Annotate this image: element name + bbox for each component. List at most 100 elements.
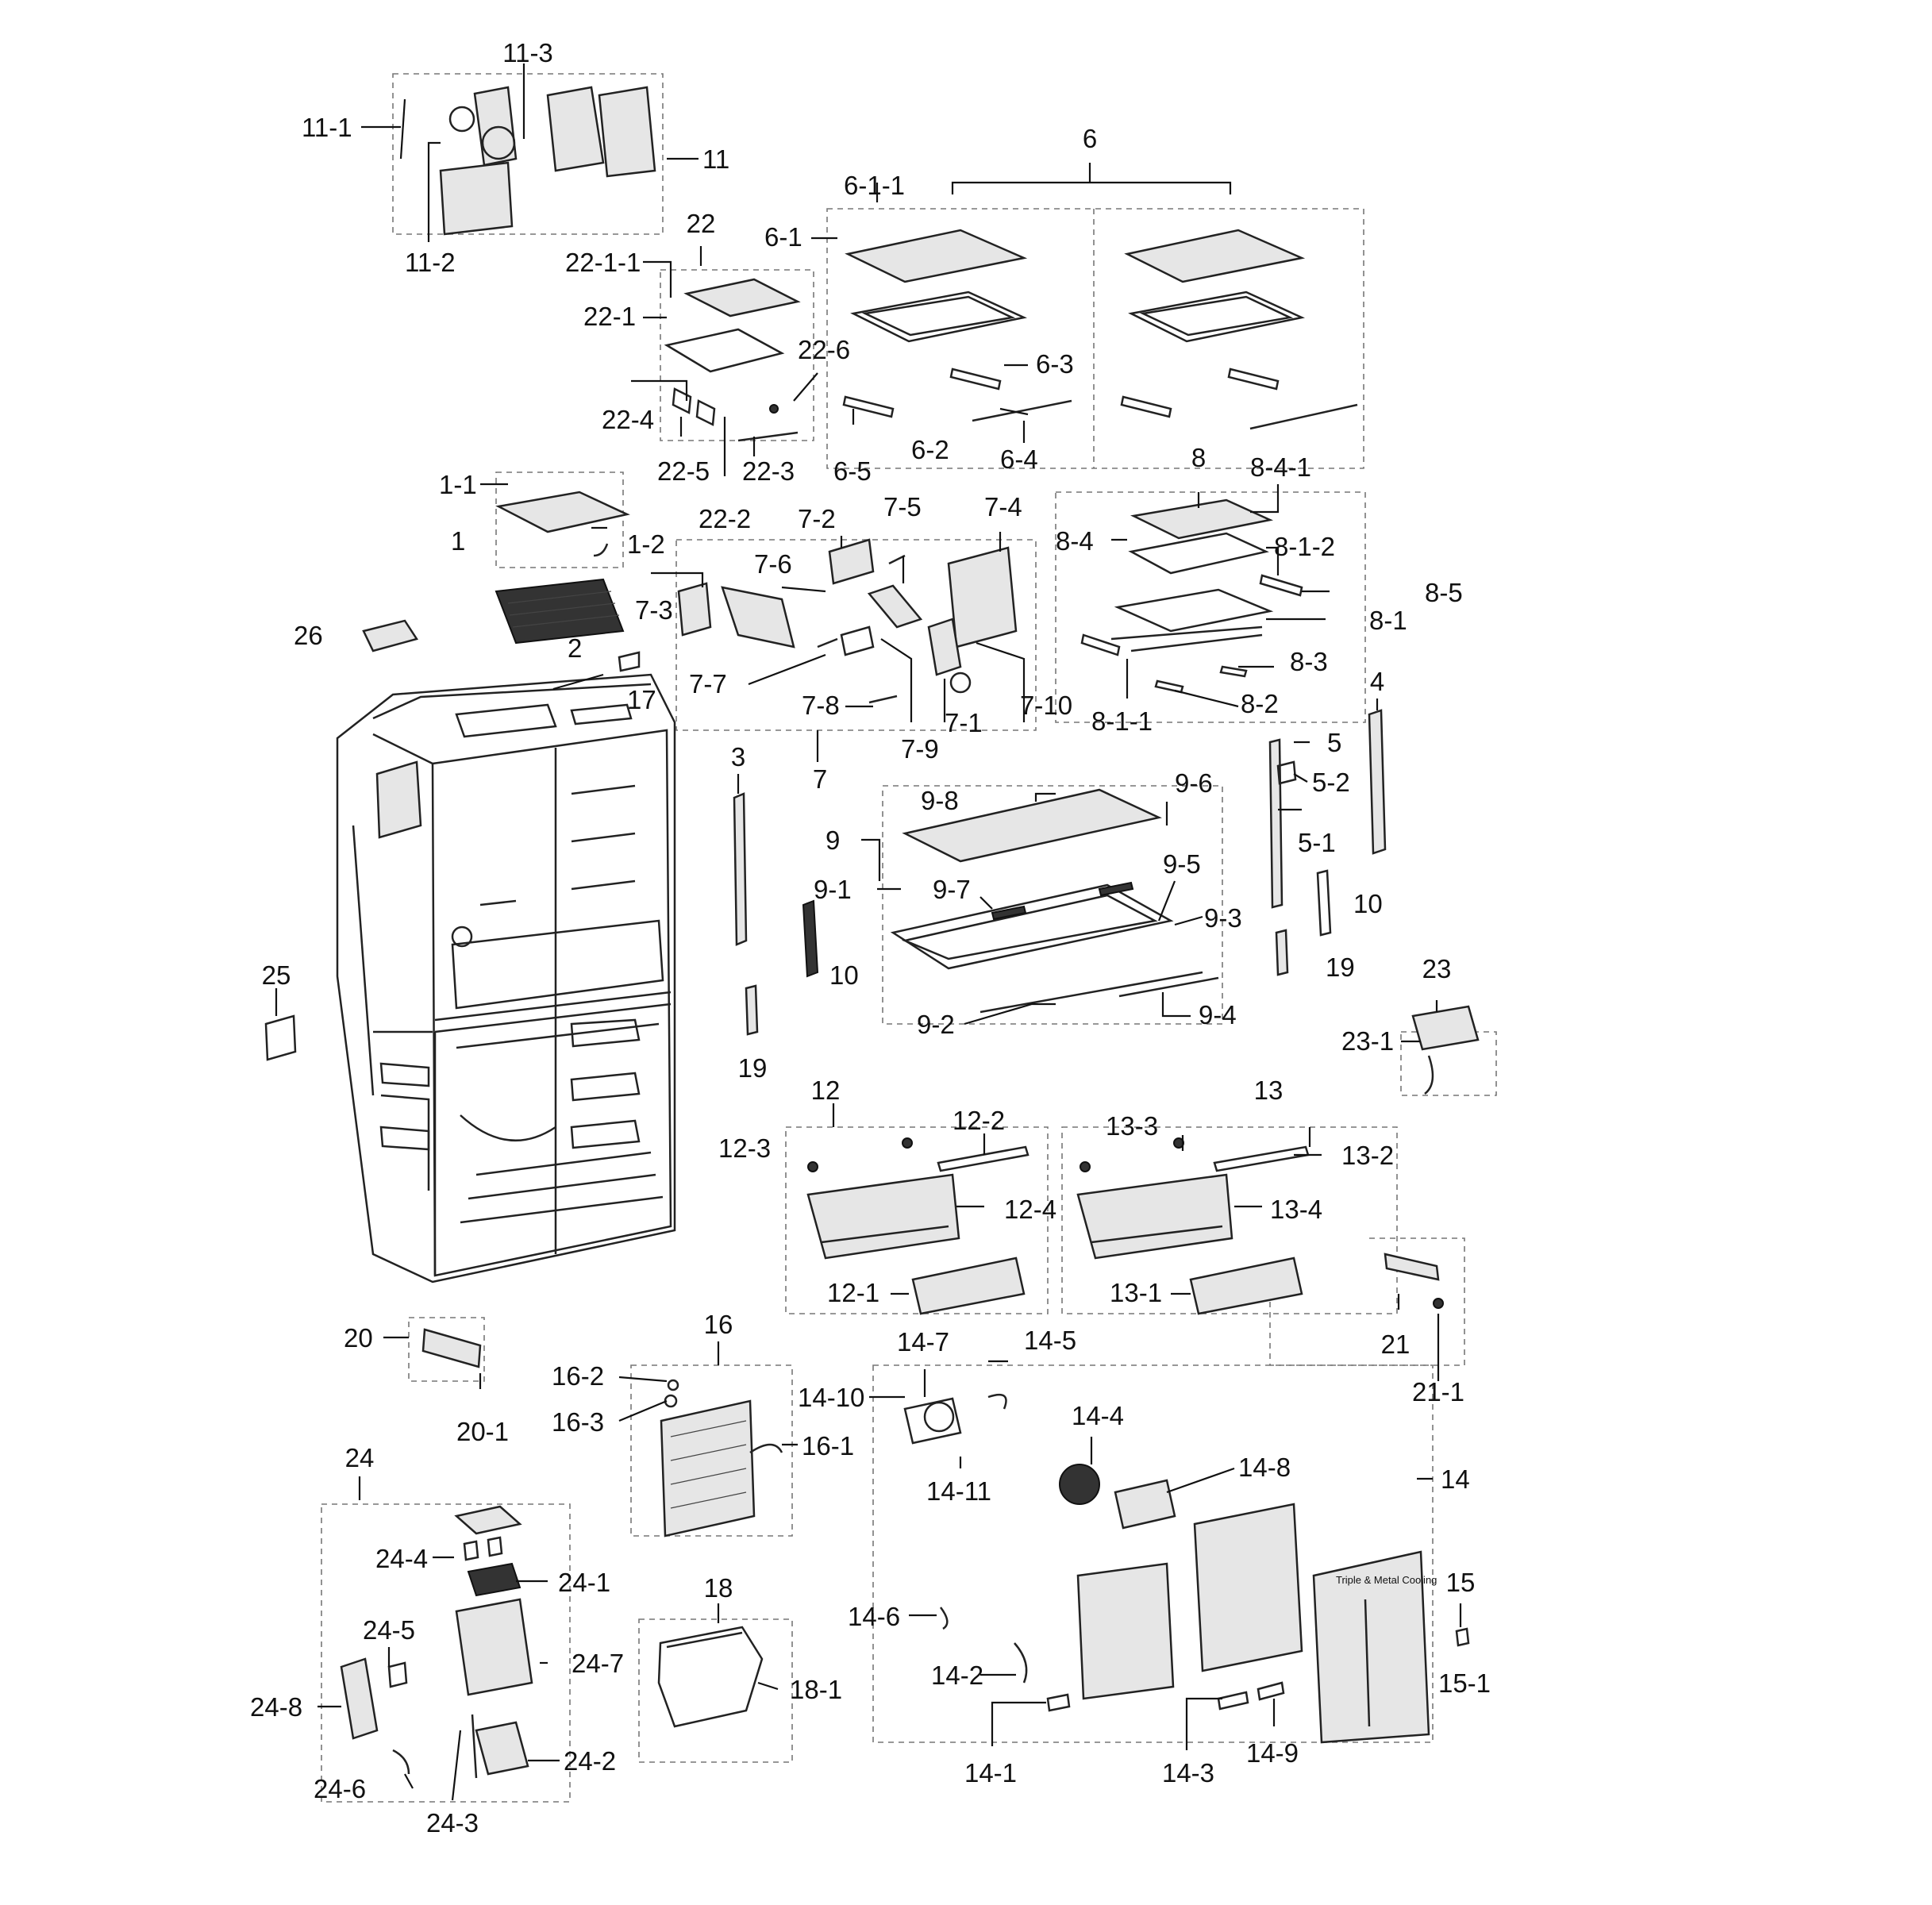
label-9-3: 9-3 xyxy=(1204,903,1242,933)
part-25-bracket xyxy=(264,1014,297,1061)
label-23-1: 23-1 xyxy=(1341,1026,1394,1056)
label-9-2: 9-2 xyxy=(917,1010,955,1039)
label-1-2: 1-2 xyxy=(627,529,665,559)
label-18-1: 18-1 xyxy=(790,1675,842,1704)
label-3: 3 xyxy=(731,742,745,772)
label-14-6: 14-6 xyxy=(848,1602,900,1631)
label-14-5: 14-5 xyxy=(1024,1326,1076,1355)
label-7-10: 7-10 xyxy=(1020,691,1072,720)
label-14-10: 14-10 xyxy=(798,1383,864,1412)
label-7-5: 7-5 xyxy=(883,492,922,521)
label-9-8: 9-8 xyxy=(921,786,959,815)
label-7-3: 7-3 xyxy=(635,595,673,625)
label-11-1: 11-1 xyxy=(302,113,352,142)
label-9-5: 9-5 xyxy=(1163,849,1201,879)
label-6-4: 6-4 xyxy=(1000,444,1038,474)
label-24-4: 24-4 xyxy=(375,1544,428,1573)
label-16-1: 16-1 xyxy=(802,1431,854,1460)
label-22-1-1: 22-1-1 xyxy=(565,248,641,277)
label-6-1-1: 6-1-1 xyxy=(844,171,905,200)
part-4-5-vertical-rails xyxy=(1268,709,1387,976)
label-9: 9 xyxy=(826,826,840,855)
label-7: 7 xyxy=(813,764,827,794)
label-12: 12 xyxy=(811,1076,841,1105)
label-8-1-1: 8-1-1 xyxy=(1091,706,1153,736)
label-24-3: 24-3 xyxy=(426,1808,479,1838)
label-7-9: 7-9 xyxy=(901,734,939,764)
label-12-3: 12-3 xyxy=(718,1133,771,1163)
label-14-2: 14-2 xyxy=(931,1661,983,1690)
label-8-4-1: 8-4-1 xyxy=(1250,452,1311,482)
part-15-sensor xyxy=(1455,1627,1470,1647)
label-11-2: 11-2 xyxy=(405,248,456,277)
label-10-left: 10 xyxy=(829,960,859,990)
label-1: 1 xyxy=(451,526,465,556)
label-9-6: 9-6 xyxy=(1175,768,1213,798)
label-8-5: 8-5 xyxy=(1425,578,1463,607)
label-13-3: 13-3 xyxy=(1106,1111,1158,1141)
label-14-3: 14-3 xyxy=(1162,1758,1214,1788)
label-10-right: 10 xyxy=(1353,889,1383,918)
label-18: 18 xyxy=(704,1573,733,1603)
label-14-4: 14-4 xyxy=(1072,1401,1124,1430)
label-17: 17 xyxy=(627,685,656,714)
part-9-shelf-assembly xyxy=(890,788,1219,1014)
label-7-8: 7-8 xyxy=(802,691,840,720)
label-16-3: 16-3 xyxy=(552,1407,604,1437)
label-24-1: 24-1 xyxy=(558,1568,610,1597)
label-24-5: 24-5 xyxy=(363,1615,415,1645)
part-22-small-shelf xyxy=(664,278,801,442)
part-21-bracket xyxy=(1384,1253,1444,1309)
label-16: 16 xyxy=(704,1310,733,1339)
part-8-crisper-shelf xyxy=(1080,498,1303,694)
part-14-fan-panels: Triple & Metal Cooling xyxy=(903,1393,1437,1744)
label-9-1: 9-1 xyxy=(814,875,852,904)
part-1-cover xyxy=(495,491,630,645)
part-24-ice-maker-assembly xyxy=(340,1505,533,1779)
group-boundaries xyxy=(321,73,1497,1803)
label-22-6: 22-6 xyxy=(798,335,850,364)
label-22-3: 22-3 xyxy=(742,456,795,486)
label-22-4: 22-4 xyxy=(602,405,654,434)
label-11: 11 xyxy=(702,144,729,174)
label-15-1: 15-1 xyxy=(1438,1668,1491,1698)
label-22-2: 22-2 xyxy=(699,504,751,533)
label-6-5: 6-5 xyxy=(833,456,872,486)
label-23: 23 xyxy=(1422,954,1452,983)
label-15: 15 xyxy=(1446,1568,1476,1597)
refrigerator-cabinet xyxy=(336,673,676,1283)
decal-text: Triple & Metal Cooling xyxy=(1336,1574,1437,1586)
label-8-1: 8-1 xyxy=(1369,606,1407,635)
label-16-2: 16-2 xyxy=(552,1361,604,1391)
label-5-2: 5-2 xyxy=(1312,768,1350,797)
label-8-1-2: 8-1-2 xyxy=(1274,532,1335,561)
label-14-9: 14-9 xyxy=(1246,1738,1299,1768)
label-7-6: 7-6 xyxy=(754,549,792,579)
label-5: 5 xyxy=(1327,728,1341,757)
label-7-7: 7-7 xyxy=(689,669,727,698)
label-4: 4 xyxy=(1370,667,1384,696)
label-20: 20 xyxy=(344,1323,373,1353)
label-6-1: 6-1 xyxy=(764,222,802,252)
label-8: 8 xyxy=(1191,443,1206,472)
label-5-1: 5-1 xyxy=(1298,828,1336,857)
label-24-7: 24-7 xyxy=(572,1649,624,1678)
label-22: 22 xyxy=(687,209,716,238)
label-14-1: 14-1 xyxy=(964,1758,1017,1788)
label-22-5: 22-5 xyxy=(657,456,710,486)
label-9-4: 9-4 xyxy=(1199,1000,1237,1029)
label-7-4: 7-4 xyxy=(984,492,1022,521)
label-21: 21 xyxy=(1381,1330,1411,1359)
label-14: 14 xyxy=(1441,1464,1470,1494)
label-6-2: 6-2 xyxy=(911,435,949,464)
label-14-8: 14-8 xyxy=(1238,1453,1291,1482)
label-8-3: 8-3 xyxy=(1290,647,1328,676)
label-13-2: 13-2 xyxy=(1341,1141,1394,1170)
part-6-shelves xyxy=(842,229,1358,430)
label-24: 24 xyxy=(345,1443,375,1472)
label-6: 6 xyxy=(1083,124,1097,153)
label-8-4: 8-4 xyxy=(1056,526,1094,556)
part-23-ice-maker xyxy=(1411,1005,1480,1095)
label-26: 26 xyxy=(294,621,323,650)
